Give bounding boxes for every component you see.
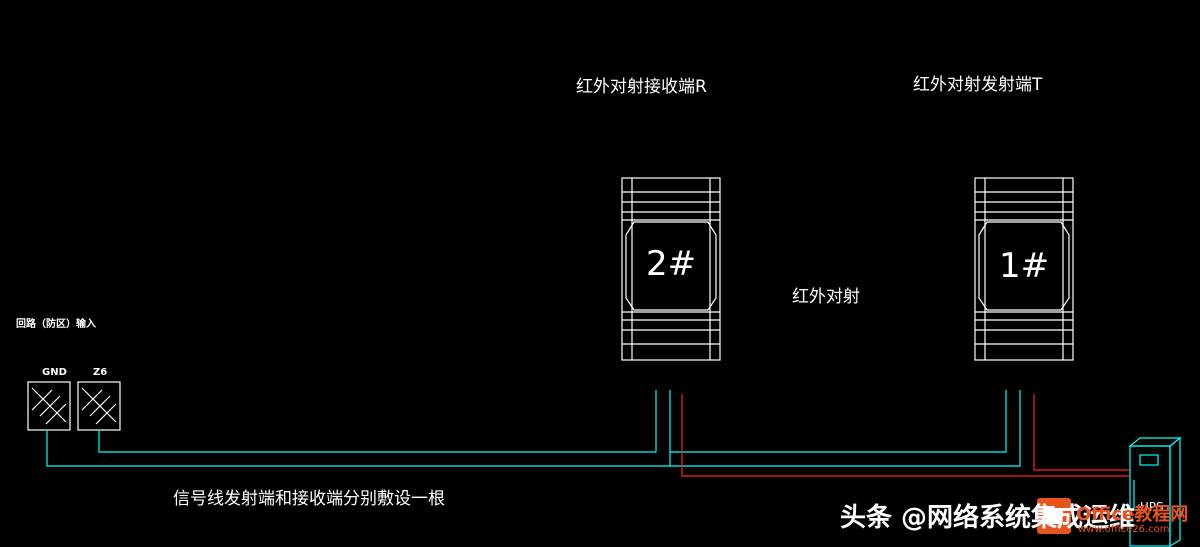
transmitter-title: 红外对射发射端T: [913, 75, 1043, 95]
watermark-text: 头条 @网络系统集成运维: [840, 503, 1136, 533]
receiver-id: 2#: [646, 244, 697, 284]
office-logo-icon: [1037, 498, 1071, 534]
ups-label: UPS: [1140, 500, 1164, 514]
z6-label: Z6: [93, 367, 108, 378]
gnd-label: GND: [42, 367, 67, 378]
signal-wires: [46, 390, 1021, 467]
receiver-title: 红外对射接收端R: [576, 77, 707, 97]
transmitter-device: [974, 177, 1074, 361]
ups-box: [1128, 436, 1182, 547]
terminal-z6: [77, 381, 121, 431]
signal-note: 信号线发射端和接收端分别敷设一根: [173, 489, 445, 509]
logo-text: Office教程网: [1076, 504, 1189, 525]
terminal-gnd: [27, 381, 71, 431]
logo-sub: www.office26.com: [1078, 524, 1170, 535]
loop-input-label: 回路（防区）输入: [16, 319, 96, 330]
transmitter-id: 1#: [999, 246, 1050, 286]
power-wires: [681, 394, 1130, 477]
beam-label: 红外对射: [792, 287, 860, 307]
receiver-device: [621, 177, 721, 361]
